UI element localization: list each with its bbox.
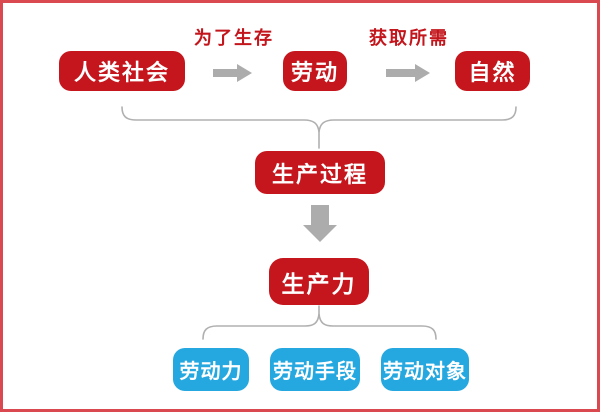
node-labor: 劳动 (283, 51, 347, 91)
bottom-brace (202, 313, 437, 340)
edge-label-obtain: 获取所需 (369, 28, 449, 48)
node-labor-means: 劳动手段 (270, 348, 360, 391)
arrow-right-2 (386, 64, 430, 82)
arrow-right-1 (213, 64, 252, 82)
node-production-process: 生产过程 (255, 151, 385, 194)
node-human-society: 人类社会 (59, 51, 185, 91)
edge-label-survival: 为了生存 (194, 28, 274, 48)
node-nature: 自然 (455, 51, 530, 91)
node-labor-object: 劳动对象 (381, 348, 469, 391)
node-labor-force: 劳动力 (173, 348, 249, 391)
top-brace (121, 106, 517, 133)
node-productivity: 生产力 (269, 258, 369, 305)
arrow-down (303, 205, 337, 242)
